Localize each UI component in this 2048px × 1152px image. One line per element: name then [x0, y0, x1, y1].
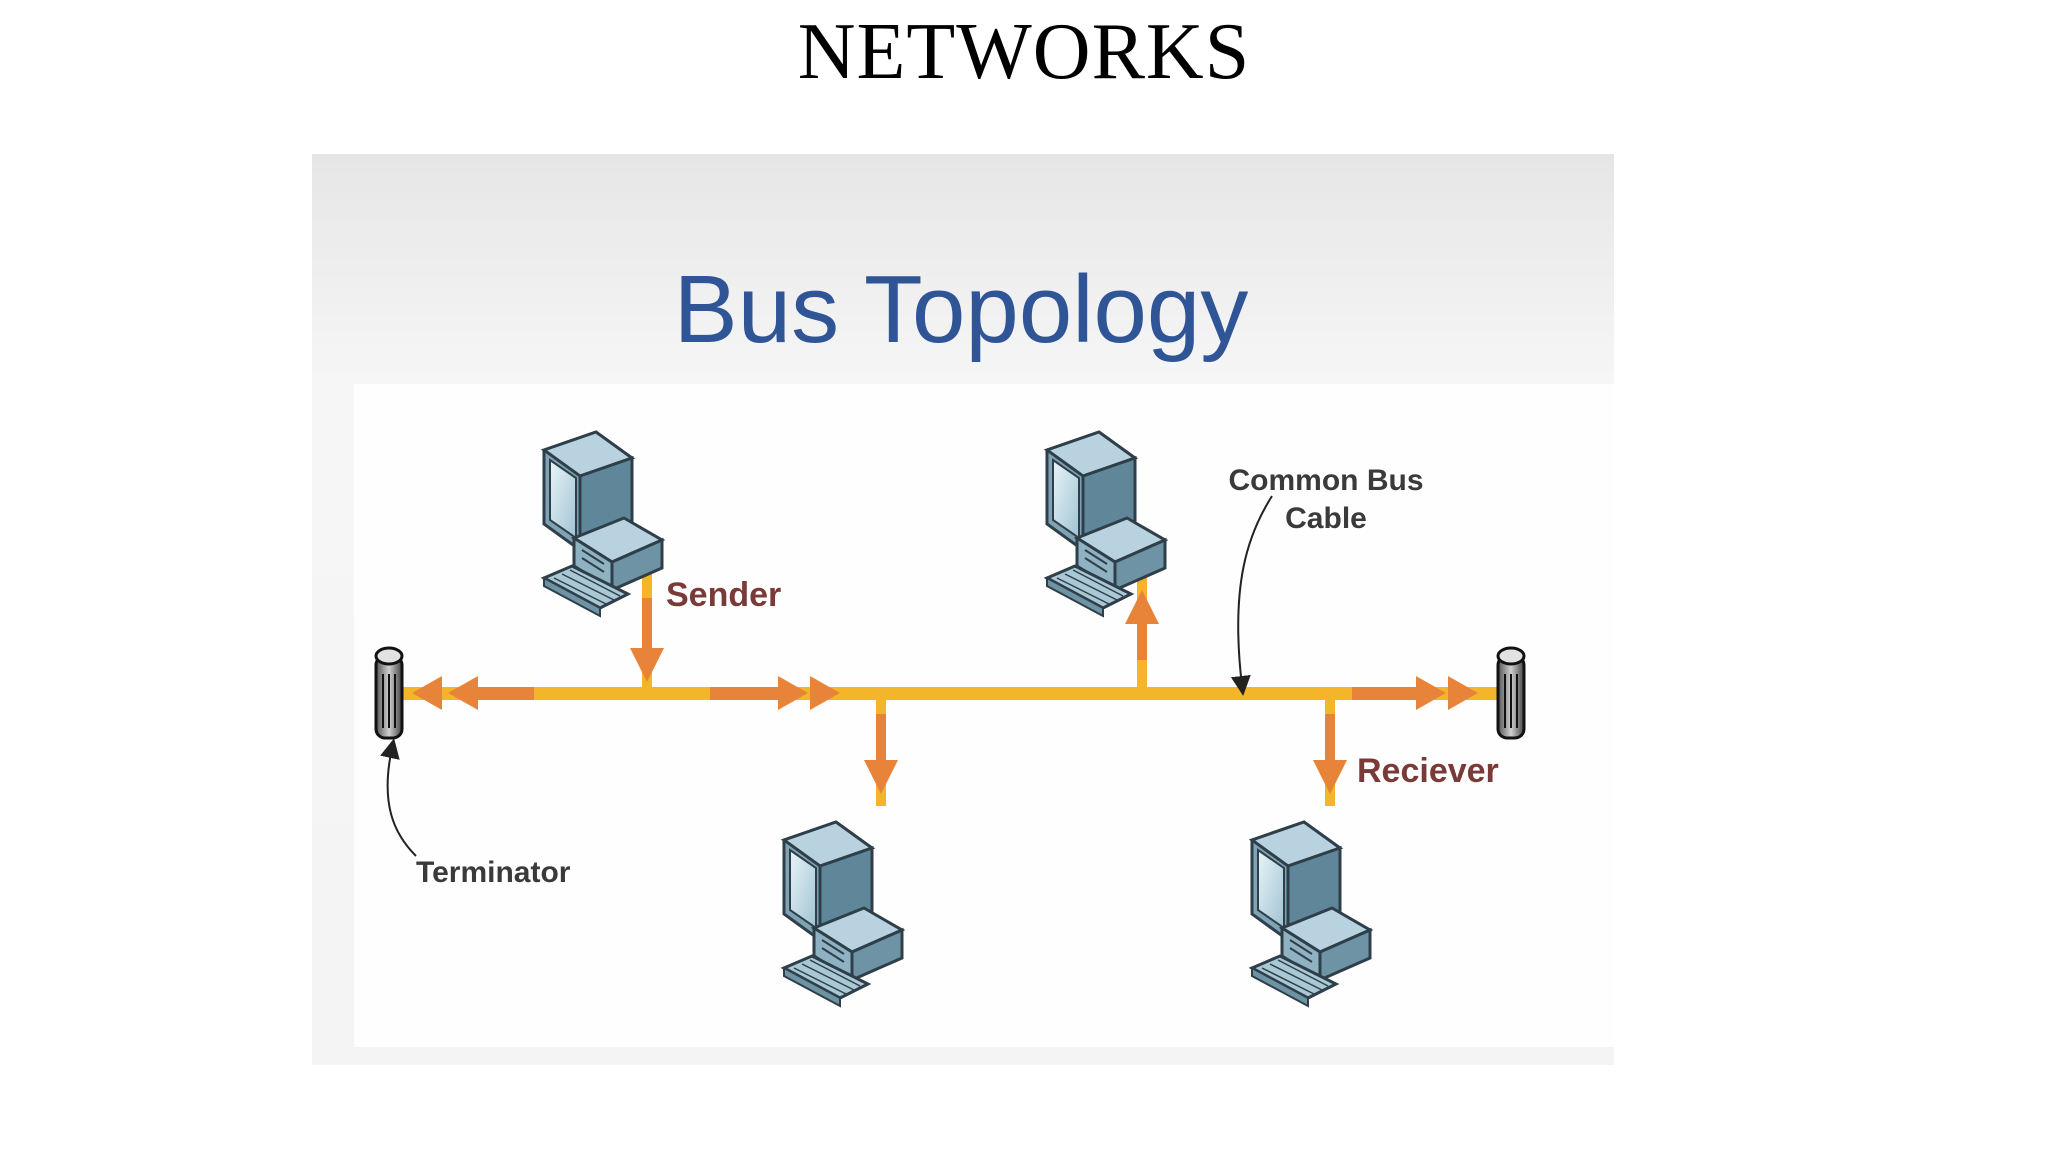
- bus-pointer-line: [1230, 495, 1273, 696]
- terminator-right-icon: [1496, 646, 1526, 740]
- far-right-flow-arrows: [1416, 676, 1478, 710]
- bus-topology-figure: Bus Topology: [312, 154, 1614, 1065]
- sender-label: Sender: [666, 576, 781, 614]
- terminator-label: Terminator: [416, 856, 571, 889]
- up-arrow: [1125, 590, 1159, 624]
- bus-label-line1: Common Bus: [1229, 464, 1424, 497]
- slide-title: NETWORKS: [797, 8, 1251, 96]
- sender-arrow: [630, 648, 664, 682]
- common-bus-cable: [394, 687, 1504, 700]
- down-arrow-middle: [864, 760, 898, 794]
- right-flow-arrows: [778, 676, 840, 710]
- terminator-left-icon: [374, 646, 404, 740]
- diagram-title: Bus Topology: [674, 256, 1249, 363]
- left-flow-arrows: [412, 676, 478, 710]
- receiver-arrow: [1313, 760, 1347, 794]
- bus-label-line2: Cable: [1285, 502, 1367, 535]
- receiver-label: Reciever: [1357, 752, 1499, 790]
- bus-topology-diagram: Bus Topology: [312, 154, 1614, 1065]
- terminator-pointer-line: [380, 738, 417, 857]
